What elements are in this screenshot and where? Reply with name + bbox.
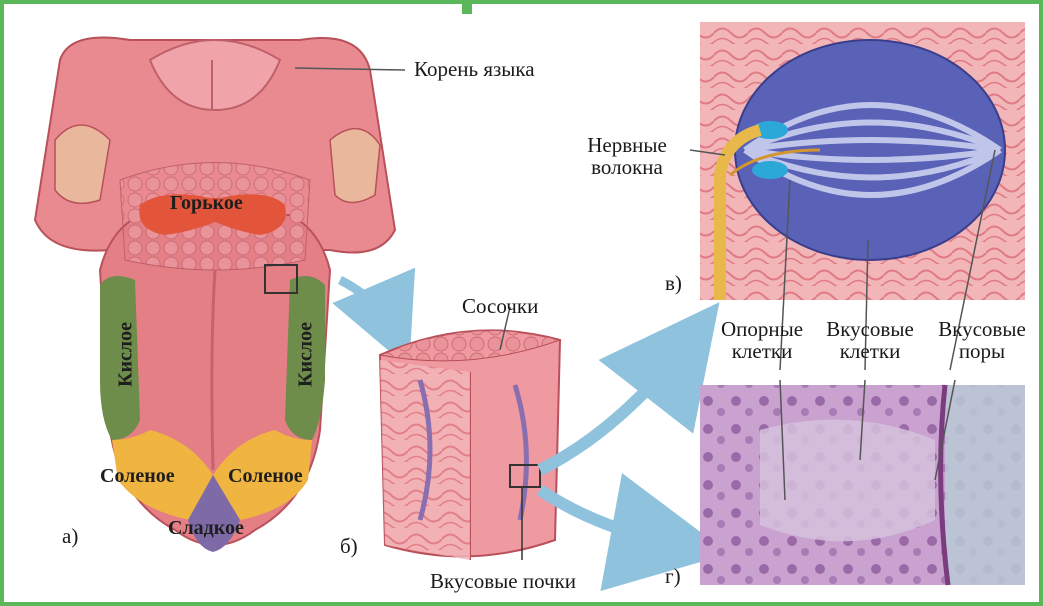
taste-buds-label: Вкусовые почки bbox=[430, 570, 576, 592]
arrow-b-to-g bbox=[540, 490, 682, 545]
nerve-fibers-line-1: Нервные bbox=[568, 134, 686, 156]
panel-a-label: а) bbox=[62, 525, 78, 547]
papillae-block bbox=[380, 330, 560, 560]
support-cells-line-1: Опорные bbox=[712, 318, 812, 340]
papillae-label: Сосочки bbox=[462, 295, 538, 317]
sour-left-label: Кислое bbox=[115, 315, 138, 395]
taste-cells-line-1: Вкусовые bbox=[820, 318, 920, 340]
sour-right-label: Кислое bbox=[295, 315, 318, 395]
taste-pores-label: Вкусовые поры bbox=[928, 318, 1036, 362]
salty-left-label: Соленое bbox=[100, 465, 175, 488]
taste-bud-illustration bbox=[700, 22, 1025, 300]
panel-v-label: в) bbox=[665, 272, 682, 294]
panel-g-label: г) bbox=[665, 565, 681, 587]
support-cells-label: Опорные клетки bbox=[712, 318, 812, 362]
tongue-illustration bbox=[35, 38, 395, 553]
taste-cells-line-2: клетки bbox=[820, 340, 920, 362]
salty-right-label: Соленое bbox=[228, 465, 303, 488]
arrow-a-to-b bbox=[340, 280, 395, 335]
root-label: Корень языка bbox=[414, 58, 535, 80]
taste-pores-line-1: Вкусовые bbox=[928, 318, 1036, 340]
panel-b-label: б) bbox=[340, 535, 358, 557]
nerve-fibers-label: Нервные волокна bbox=[568, 134, 686, 178]
support-cells-line-2: клетки bbox=[712, 340, 812, 362]
arrow-b-to-v bbox=[540, 340, 690, 470]
sweet-label: Сладкое bbox=[168, 517, 244, 540]
taste-cells-label: Вкусовые клетки bbox=[820, 318, 920, 362]
nerve-fibers-line-2: волокна bbox=[568, 156, 686, 178]
taste-pores-line-2: поры bbox=[928, 340, 1036, 362]
bitter-label: Горькое bbox=[170, 192, 243, 215]
